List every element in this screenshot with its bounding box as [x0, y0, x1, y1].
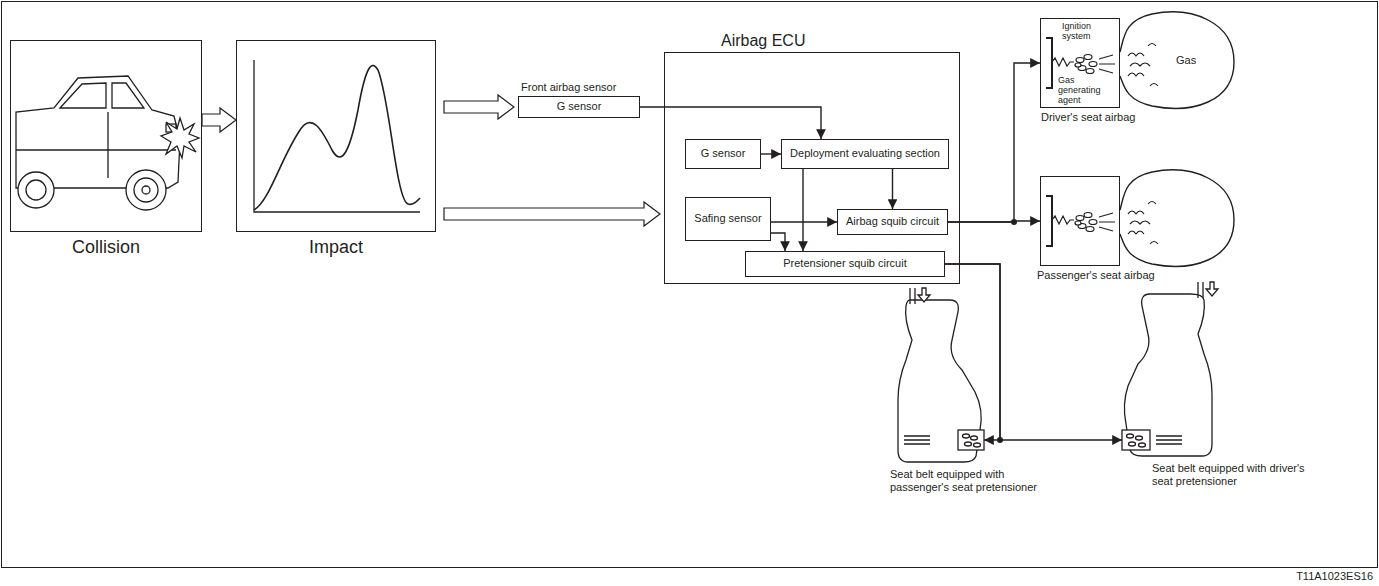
box-label: Safing sensor — [692, 212, 763, 225]
squib-circuit-box: Airbag squib circuit — [837, 209, 948, 235]
connector-arrow — [771, 233, 785, 251]
junction-dot — [997, 437, 1003, 443]
part-label: Gas — [1176, 54, 1196, 66]
airbag-illustration — [1046, 12, 1234, 108]
box-label: Pretensioner squib circuit — [781, 257, 909, 270]
node-caption: Seat belt equipped with passenger's seat… — [890, 468, 1050, 494]
connector-arrow — [945, 264, 1000, 440]
page-frame — [2, 2, 1378, 568]
squib-circuit-box: Pretensioner squib circuit — [745, 251, 945, 277]
connector-arrow — [761, 153, 781, 154]
impact-panel: Impact — [236, 40, 436, 232]
node-caption: Impact — [237, 237, 435, 259]
connector-arrow — [771, 221, 837, 222]
impact-graph — [254, 60, 420, 212]
node-caption: Passenger's seat airbag — [1037, 269, 1155, 282]
connector-arrow — [948, 63, 1040, 222]
sensor-box: Safing sensor — [685, 197, 771, 241]
connector-arrow — [802, 169, 803, 251]
figure-code: T11A1023ES16 — [1296, 570, 1373, 582]
seat-illustration — [898, 288, 984, 462]
connector-arrow — [892, 169, 893, 209]
box-label: Airbag squib circuit — [844, 215, 941, 228]
junction-dot — [1011, 219, 1017, 225]
box-label: G sensor — [555, 100, 604, 113]
sensor-box: G sensor — [685, 139, 761, 169]
node-caption: Driver's seat airbag — [1041, 111, 1135, 124]
block-arrow — [202, 108, 236, 132]
connector-arrow — [948, 221, 1040, 222]
node-caption: Front airbag sensor — [521, 81, 616, 94]
block-arrow — [444, 202, 660, 226]
box-label: G sensor — [699, 147, 748, 160]
connector-arrow — [945, 264, 1122, 440]
part-label: Ignition system — [1062, 22, 1118, 42]
box-label: Deployment evaluating section — [788, 147, 942, 160]
car-illustration — [16, 76, 199, 210]
collision-panel: Collision — [10, 40, 202, 232]
evaluator-box: Deployment evaluating section — [781, 139, 949, 169]
seat-belt-figure: Seat belt equipped with passenger's seat… — [892, 296, 984, 464]
airbag-illustration — [1046, 170, 1234, 266]
block-arrow — [444, 95, 514, 119]
part-label: Gas generating agent — [1058, 76, 1118, 106]
connector-arrow — [640, 107, 821, 139]
node-caption: Airbag ECU — [721, 31, 805, 50]
seat-illustration — [1122, 282, 1218, 456]
node-caption: Collision — [11, 237, 201, 259]
node-caption: Seat belt equipped with driver's seat pr… — [1152, 462, 1312, 488]
airbag-module: Passenger's seat airbag — [1040, 176, 1120, 266]
ecu-box: Airbag ECUG sensorDeployment evaluating … — [664, 52, 960, 284]
sensor-box: Front airbag sensorG sensor — [518, 96, 640, 118]
seat-belt-figure: Seat belt equipped with driver's seat pr… — [1122, 290, 1222, 458]
